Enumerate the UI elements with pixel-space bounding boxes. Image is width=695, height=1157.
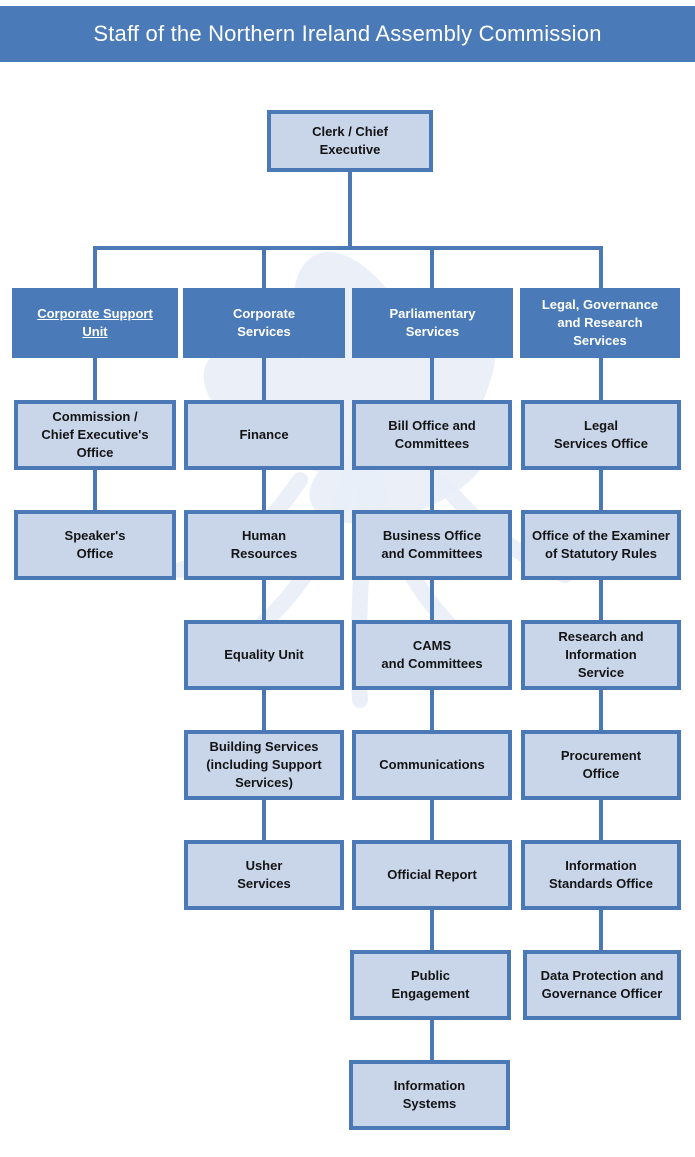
column-header-legal-governance-research: Legal, Governance and Research Services bbox=[520, 288, 680, 358]
node-label: Legal Services Office bbox=[554, 417, 648, 451]
node-label: Procurement Office bbox=[560, 747, 642, 781]
node-label: Official Report bbox=[387, 866, 477, 882]
column-header-label: Corporate Services bbox=[232, 305, 296, 339]
node-label: Information Systems bbox=[393, 1077, 466, 1111]
node-label: Information Standards Office bbox=[548, 857, 654, 891]
node-business-office-and-committees: Business Office and Committees bbox=[352, 510, 512, 580]
node-label: Clerk / Chief Executive bbox=[312, 123, 388, 157]
node-communications: Communications bbox=[352, 730, 512, 800]
node-human-resources: Human Resources bbox=[184, 510, 344, 580]
node-label: Public Engagement bbox=[391, 967, 470, 1001]
node-label: Research and Information Service bbox=[558, 628, 644, 681]
node-building-services: Building Services (including Support Ser… bbox=[184, 730, 344, 800]
node-label: Building Services (including Support Ser… bbox=[206, 738, 322, 791]
node-label: Business Office and Committees bbox=[381, 527, 483, 561]
column-header-label: Legal, Governance and Research Services bbox=[541, 296, 659, 349]
node-information-standards-office: Information Standards Office bbox=[521, 840, 681, 910]
node-legal-services-office: Legal Services Office bbox=[521, 400, 681, 470]
node-label: Data Protection and Governance Officer bbox=[540, 967, 664, 1001]
column-header-parliamentary-services: Parliamentary Services bbox=[352, 288, 513, 358]
node-label: Office of the Examiner of Statutory Rule… bbox=[532, 527, 670, 561]
column-header-label: Parliamentary Services bbox=[389, 305, 476, 339]
node-information-systems: Information Systems bbox=[349, 1060, 510, 1130]
node-label: Commission / Chief Executive's Office bbox=[41, 408, 149, 461]
node-procurement-office: Procurement Office bbox=[521, 730, 681, 800]
node-data-protection-and-governance-officer: Data Protection and Governance Officer bbox=[523, 950, 681, 1020]
node-office-of-the-examiner-of-statutory-rules: Office of the Examiner of Statutory Rule… bbox=[521, 510, 681, 580]
node-label: Speaker's Office bbox=[64, 527, 126, 561]
node-commission-chief-executives-office: Commission / Chief Executive's Office bbox=[14, 400, 176, 470]
node-label: Human Resources bbox=[230, 527, 298, 561]
node-speakers-office: Speaker's Office bbox=[14, 510, 176, 580]
column-header-link[interactable]: Corporate Support Unit bbox=[37, 305, 153, 339]
node-label: Usher Services bbox=[237, 857, 291, 891]
node-label: CAMS and Committees bbox=[381, 637, 483, 671]
node-research-and-information-service: Research and Information Service bbox=[521, 620, 681, 690]
title-bar: Staff of the Northern Ireland Assembly C… bbox=[0, 6, 695, 62]
column-header-corporate-support-unit[interactable]: Corporate Support Unit bbox=[12, 288, 178, 358]
node-official-report: Official Report bbox=[352, 840, 512, 910]
node-label: Equality Unit bbox=[224, 646, 304, 662]
node-label: Finance bbox=[239, 426, 289, 442]
node-label: Bill Office and Committees bbox=[388, 417, 476, 451]
column-header-corporate-services: Corporate Services bbox=[183, 288, 345, 358]
page-title: Staff of the Northern Ireland Assembly C… bbox=[93, 21, 602, 46]
node-public-engagement: Public Engagement bbox=[350, 950, 511, 1020]
node-label: Communications bbox=[379, 756, 485, 772]
node-cams-and-committees: CAMS and Committees bbox=[352, 620, 512, 690]
node-usher-services: Usher Services bbox=[184, 840, 344, 910]
node-bill-office-and-committees: Bill Office and Committees bbox=[352, 400, 512, 470]
node-finance: Finance bbox=[184, 400, 344, 470]
node-equality-unit: Equality Unit bbox=[184, 620, 344, 690]
node-clerk-chief-executive: Clerk / Chief Executive bbox=[267, 110, 433, 172]
